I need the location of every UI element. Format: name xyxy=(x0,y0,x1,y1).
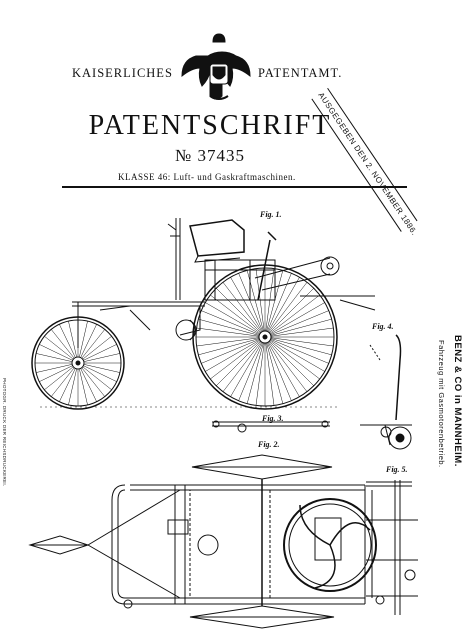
patent-number: № 37435 xyxy=(175,146,245,165)
printer-credit: PHOTOGR. DRUCK DER REICHSDRUCKEREI. xyxy=(2,378,7,487)
header-left-word: KAISERLICHES xyxy=(72,66,173,80)
fig4-label: Fig. 4. xyxy=(372,322,394,331)
fig1-label: Fig. 1. xyxy=(260,210,282,219)
fig2-top-view xyxy=(28,454,377,629)
fig2-label: Fig. 2. xyxy=(258,440,280,449)
fig1-side-view xyxy=(31,218,376,410)
header-right-word: PATENTAMT. xyxy=(258,66,343,80)
fig5-label: Fig. 5. xyxy=(386,465,408,474)
fig3-drawing xyxy=(212,420,330,433)
fig5-drawing xyxy=(366,480,418,615)
fig3-label: Fig. 3. xyxy=(262,414,284,423)
product-description: Fahrzeug mit Gasmotorenbetrieb. xyxy=(437,340,446,468)
patent-class: KLASSE 46: Luft- und Gaskraftmaschinen. xyxy=(118,172,296,182)
document-title: PATENTSCHRIFT xyxy=(88,110,332,141)
company-name: BENZ & CO in MANNHEIM. xyxy=(452,335,463,467)
imperial-eagle-emblem xyxy=(181,33,251,100)
fig4-drawing xyxy=(360,334,412,450)
header-rule xyxy=(62,186,407,188)
